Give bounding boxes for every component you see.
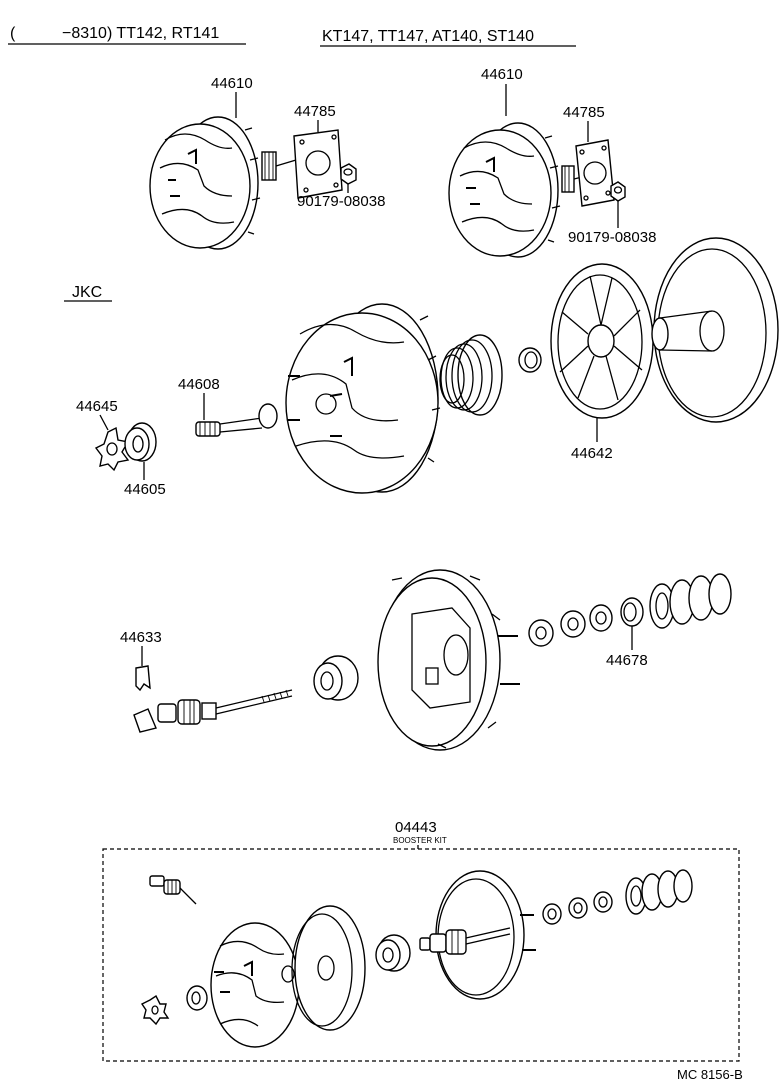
seal-ring-jkc xyxy=(518,347,542,373)
label-90179-left: 90179-08038 xyxy=(297,193,385,210)
boot-section3 xyxy=(649,573,732,629)
booster-assembly-left xyxy=(149,116,297,250)
retainer-44678 xyxy=(620,597,644,627)
kit-diaphragm xyxy=(281,905,366,1031)
star-clip-44645 xyxy=(94,426,130,472)
nut-right xyxy=(610,181,626,202)
clip-44633 xyxy=(135,665,151,692)
label-44610-left: 44610 xyxy=(211,75,253,92)
label-booster-kit: BOOSTER KIT xyxy=(393,836,447,845)
nut-left xyxy=(340,163,357,185)
header-left-models: −8310) TT142, RT141 xyxy=(62,25,219,42)
booster-kit-frame xyxy=(102,848,740,1062)
gasket-right xyxy=(575,139,615,207)
valve-rod-assembly xyxy=(133,689,293,733)
kit-star-clip xyxy=(140,994,170,1026)
label-44605: 44605 xyxy=(124,481,166,498)
label-44633: 44633 xyxy=(120,629,162,646)
seal-washers-section3 xyxy=(528,604,613,647)
label-44678: 44678 xyxy=(606,652,648,669)
booster-assembly-right xyxy=(448,122,591,258)
pushrod-44608 xyxy=(195,403,278,437)
kit-seal xyxy=(186,985,208,1011)
header-jkc-label: JKC xyxy=(72,284,102,301)
header-jkc: JKC xyxy=(64,284,112,302)
header-left: ( −8310) TT142, RT141 xyxy=(8,25,246,45)
header-right-models: KT147, TT147, AT140, ST140 xyxy=(322,28,534,45)
rear-shell-housing-jkc xyxy=(651,237,779,423)
kit-washers xyxy=(542,891,613,925)
rear-shell-plate-44642 xyxy=(550,263,654,419)
label-44642: 44642 xyxy=(571,445,613,462)
kit-pushrod xyxy=(419,927,511,955)
seal-44605 xyxy=(124,422,157,462)
header-right: KT147, TT147, AT140, ST140 xyxy=(320,28,576,47)
header-left-paren: ( xyxy=(10,25,16,42)
label-44785-left: 44785 xyxy=(294,103,336,120)
kit-boot xyxy=(625,869,693,915)
gasket-left xyxy=(293,129,343,199)
rear-shell-exploded xyxy=(377,569,520,751)
kit-grommet xyxy=(375,934,411,972)
grommet-section3 xyxy=(313,655,359,701)
label-90179-right: 90179-08038 xyxy=(568,229,656,246)
label-44608: 44608 xyxy=(178,376,220,393)
label-44610-right: 44610 xyxy=(481,66,523,83)
label-44645: 44645 xyxy=(76,398,118,415)
booster-shell-front-jkc xyxy=(285,303,441,494)
kit-valve-rod xyxy=(149,875,197,905)
label-04443: 04443 xyxy=(395,819,437,836)
figure-code: MC 8156-B xyxy=(677,1067,743,1082)
diaphragm-spring-jkc xyxy=(439,334,503,416)
label-44785-right: 44785 xyxy=(563,104,605,121)
kit-front-shell xyxy=(210,922,300,1048)
